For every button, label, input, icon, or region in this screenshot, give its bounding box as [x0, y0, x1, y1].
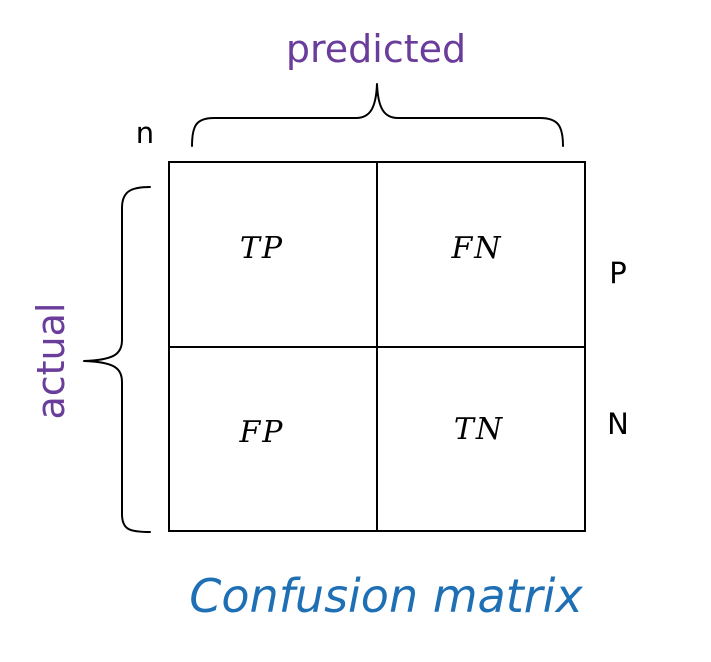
predicted-axis-title: predicted — [286, 27, 466, 71]
row-label-n: N — [607, 407, 629, 441]
column-label-n: n — [136, 116, 154, 150]
cell-false-negative: FN — [450, 231, 502, 266]
cell-false-positive: FP — [238, 415, 284, 450]
cell-true-positive: TP — [240, 231, 284, 266]
actual-brace — [83, 186, 151, 533]
cell-true-negative: TN — [454, 412, 504, 447]
row-label-p: P — [609, 256, 627, 290]
diagram-caption: Confusion matrix — [189, 569, 583, 623]
actual-axis-title: actual — [29, 302, 73, 419]
matrix-grid — [168, 161, 586, 532]
predicted-brace — [191, 83, 564, 147]
